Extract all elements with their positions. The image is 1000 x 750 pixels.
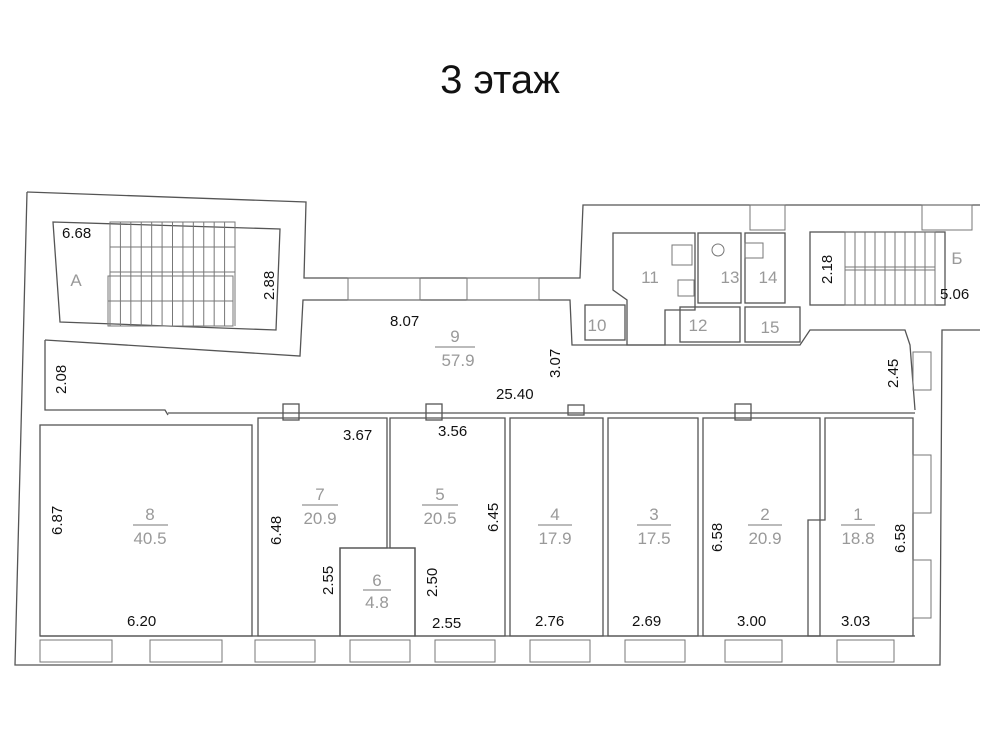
dim-r5-depth: 6.45 bbox=[485, 503, 502, 532]
dim-corridor-left: 2.08 bbox=[53, 365, 70, 394]
dim-r6-left: 2.55 bbox=[320, 566, 337, 595]
svg-text:3: 3 bbox=[649, 505, 658, 524]
dim-r4-width: 2.76 bbox=[535, 613, 564, 630]
room-walls bbox=[39, 403, 914, 637]
dim-stair-b-width: 5.06 bbox=[940, 286, 969, 303]
svg-text:20.5: 20.5 bbox=[423, 509, 456, 528]
svg-text:2: 2 bbox=[760, 505, 769, 524]
svg-text:7: 7 bbox=[315, 485, 324, 504]
dim-r5-width: 2.55 bbox=[432, 615, 461, 632]
room-12-label: 12 bbox=[689, 316, 708, 335]
dim-stair-a-depth: 2.88 bbox=[261, 271, 278, 300]
svg-text:20.9: 20.9 bbox=[748, 529, 781, 548]
dim-r8-width: 6.20 bbox=[127, 613, 156, 630]
dim-r2-width: 3.00 bbox=[737, 613, 766, 630]
svg-text:5: 5 bbox=[435, 485, 444, 504]
svg-text:8: 8 bbox=[145, 505, 154, 524]
room-9-label: 957.9 bbox=[435, 327, 475, 370]
dim-r7-depth: 6.48 bbox=[268, 516, 285, 545]
room-1-label: 118.8 bbox=[841, 505, 875, 548]
svg-text:4.8: 4.8 bbox=[365, 593, 389, 612]
floor-title: 3 этаж bbox=[440, 58, 560, 102]
dim-r1-width: 3.03 bbox=[841, 613, 870, 630]
svg-text:1: 1 bbox=[853, 505, 862, 524]
dim-r1-depth: 6.58 bbox=[892, 524, 909, 553]
svg-text:18.8: 18.8 bbox=[841, 529, 874, 548]
room-3-label: 317.5 bbox=[637, 505, 671, 548]
svg-text:57.9: 57.9 bbox=[441, 351, 474, 370]
room-labels: 840.5 720.9 520.5 64.8 417.9 317.5 220.9… bbox=[70, 249, 962, 612]
dim-stair-b-depth: 2.18 bbox=[819, 255, 836, 284]
windows bbox=[39, 204, 973, 663]
room-7-label: 720.9 bbox=[302, 485, 338, 528]
dim-r8-depth: 6.87 bbox=[49, 506, 66, 535]
svg-text:17.5: 17.5 bbox=[637, 529, 670, 548]
room-8-label: 840.5 bbox=[133, 505, 168, 548]
room-11-label: 11 bbox=[641, 268, 659, 287]
stair-steps-b bbox=[844, 232, 936, 305]
room-13-label: 13 bbox=[721, 268, 740, 287]
dim-stair-a-width: 6.68 bbox=[62, 225, 91, 242]
svg-text:4: 4 bbox=[550, 505, 559, 524]
stairs-a bbox=[107, 221, 236, 327]
room-15-label: 15 bbox=[761, 318, 780, 337]
service-rooms bbox=[584, 231, 946, 346]
svg-text:20.9: 20.9 bbox=[303, 509, 336, 528]
room-2-label: 220.9 bbox=[748, 505, 782, 548]
svg-text:6: 6 bbox=[372, 571, 381, 590]
svg-text:9: 9 bbox=[450, 327, 459, 346]
room-10-label: 10 bbox=[588, 316, 607, 335]
dim-corridor-right: 2.45 bbox=[885, 359, 902, 388]
dim-corridor-top: 8.07 bbox=[390, 313, 419, 330]
svg-text:17.9: 17.9 bbox=[538, 529, 571, 548]
room-4-label: 417.9 bbox=[538, 505, 572, 548]
dim-r3-width: 2.69 bbox=[632, 613, 661, 630]
stairs-a-label: А bbox=[70, 271, 82, 290]
stairs-b-label: Б bbox=[951, 249, 962, 268]
room-14-label: 14 bbox=[759, 268, 778, 287]
svg-text:40.5: 40.5 bbox=[133, 529, 166, 548]
room-6-label: 64.8 bbox=[363, 571, 391, 612]
dim-r6-right: 2.50 bbox=[424, 568, 441, 597]
room-5-label: 520.5 bbox=[422, 485, 458, 528]
dimension-labels: 6.68 2.88 8.07 2.08 3.07 25.40 2.45 2.18… bbox=[49, 225, 969, 632]
dim-corridor-length: 25.40 bbox=[496, 386, 534, 403]
dim-corridor-depth: 3.07 bbox=[547, 349, 564, 378]
dim-r5-top: 3.56 bbox=[438, 423, 467, 440]
dim-r7-top: 3.67 bbox=[343, 427, 372, 444]
stair-steps-a bbox=[109, 222, 236, 326]
dim-r2-depth: 6.58 bbox=[709, 523, 726, 552]
